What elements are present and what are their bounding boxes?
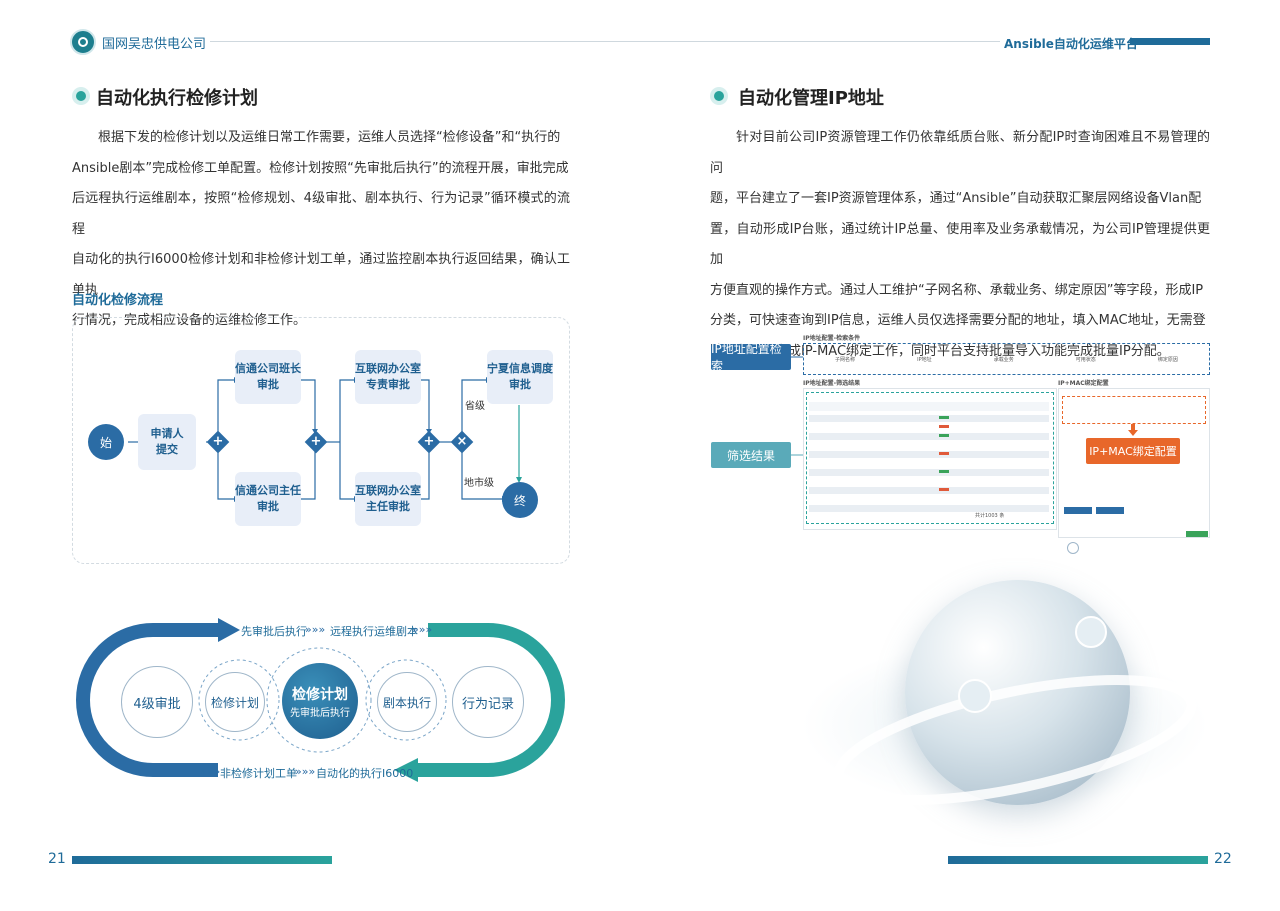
loop-top-text-2: 远程执行运维剧本 (330, 625, 418, 638)
left-para-line: 行情况，完成相应设备的运维检修工作。 (72, 313, 307, 328)
flow-start-node: 始 (88, 424, 124, 460)
flow-connectors (128, 377, 522, 502)
ss-search-bar: 子网名称 IP地址 承载业务 可用状态 绑定原因 (803, 343, 1210, 375)
footer-bar-left (72, 856, 332, 864)
ss-search-header: IP地址配置-检索条件 (803, 335, 861, 342)
callout-search: IP地址配置检索 (711, 342, 791, 373)
ss-bind-highlight (1062, 396, 1206, 424)
ss-status-badge (1186, 531, 1208, 537)
ss-filter: 子网名称 (835, 356, 856, 363)
flow-diagram-frame (72, 317, 570, 564)
right-para-line: 针对目前公司IP资源管理工作仍依靠纸质台账、新分配IP时查询困难且不易管理的问 (710, 130, 1210, 176)
flow-node-branch-upper-2: 互联网办公室 专责审批 (355, 350, 421, 404)
right-para-line: 方便直观的操作方式。通过人工维护“子网名称、承载业务、绑定原因”等字段，形成IP (710, 282, 1204, 298)
right-para-line: 分类，可快速查询到IP信息，运维人员仅选择需要分配的地址，填入MAC地址，无需登 (710, 313, 1206, 328)
flow-gateway-plus: + (206, 430, 230, 454)
ss-power-icon (1067, 542, 1079, 554)
right-para-line: 题，平台建立了一套IP资源管理体系，通过“Ansible”自动获取汇聚层网络设备… (710, 191, 1202, 206)
section-bullet-icon (72, 87, 90, 105)
page-number-left: 21 (48, 851, 66, 867)
flow-node-branch-lower-2: 互联网办公室 主任审批 (355, 472, 421, 526)
loop-stage-plan: 检修计划 (205, 672, 265, 732)
flow-node-branch-lower-1: 信通公司主任 审批 (235, 472, 301, 526)
flow-node-applicant: 申请人 提交 (138, 414, 196, 470)
left-para-line: Ansible剧本”完成检修工单配置。检修计划按照“先审批后执行”的流程开展，审… (72, 160, 569, 176)
left-para-line: 后远程执行运维剧本，按照“检修规划、4级审批、剧本执行、行为记录”循环模式的流程 (72, 191, 570, 237)
cube-icon (958, 679, 992, 713)
ss-result-table (809, 402, 1049, 512)
globe-ring (833, 674, 1197, 806)
loop-stage-playbook: 剧本执行 (377, 672, 437, 732)
header-accent-bar (1130, 38, 1210, 45)
header-company: 国网吴忠供电公司 (102, 37, 207, 52)
left-para-line: 自动化的执行I6000检修计划和非检修计划工单，通过监控剧本执行返回结果，确认工… (72, 252, 570, 298)
flow-node-branch-upper-1: 信通公司班长 审批 (235, 350, 301, 404)
ss-filter: 可用状态 (1075, 356, 1096, 363)
header-platform: Ansible自动化运维平台 (1004, 37, 1138, 51)
header-divider (210, 41, 1000, 42)
loop-arrows-icon: »»» (305, 623, 326, 636)
arrow-down-icon (1128, 424, 1138, 436)
ss-filter: 绑定原因 (1157, 356, 1178, 363)
page-number-right: 22 (1214, 851, 1232, 867)
ss-bind-header: IP+MAC绑定配置 (1058, 380, 1109, 387)
ss-result-highlight (806, 392, 1054, 524)
flow-end-node: 终 (502, 482, 538, 518)
flow-title: 自动化检修流程 (72, 293, 164, 308)
flow-gateway-plus: + (304, 430, 328, 454)
loop-center-title: 检修计划 (292, 686, 348, 703)
ss-bind-button (1096, 507, 1124, 514)
loop-arrows-icon: »»» (412, 623, 433, 636)
loop-arrows-icon: »»» (200, 765, 221, 778)
flow-gateway-plus: + (417, 430, 441, 454)
loop-stage-record: 行为记录 (452, 666, 524, 738)
loop-bottom-text-1: 非检修计划工单 (220, 767, 297, 780)
loop-center-node: 检修计划 先审批后执行 (282, 663, 358, 739)
footer-bar-right (948, 856, 1208, 864)
flow-node-ningxia: 宁夏信息调度 审批 (487, 350, 553, 404)
company-logo-icon (70, 29, 96, 55)
left-para-line: 根据下发的检修计划以及运维日常工作需要，运维人员选择“检修设备”和“执行的 (98, 130, 561, 145)
flow-gateway-cross: × (450, 430, 474, 454)
ss-filter: 承载业务 (993, 356, 1014, 363)
section-bullet-icon (710, 87, 728, 105)
flow-label-city: 地市级 (464, 478, 494, 489)
callout-bind: IP+MAC绑定配置 (1086, 438, 1180, 464)
loop-top-text-1: 先审批后执行 (241, 625, 307, 638)
ss-result-header: IP地址配置-筛选结果 (803, 380, 861, 387)
right-paragraph: 针对目前公司IP资源管理工作仍依靠纸质台账、新分配IP时查询困难且不易管理的问 … (710, 123, 1210, 367)
loop-bottom-text-2: 自动化的执行I6000 (316, 767, 414, 780)
loop-arrows-icon: »»» (295, 765, 316, 778)
callout-results: 筛选结果 (711, 442, 791, 468)
right-section-title: 自动化管理IP地址 (738, 88, 884, 109)
right-para-line: 置，自动形成IP台账，通过统计IP总量、使用率及业务承载情况，为公司IP管理提供… (710, 221, 1210, 268)
left-paragraph: 根据下发的检修计划以及运维日常工作需要，运维人员选择“检修设备”和“执行的 An… (72, 123, 570, 337)
ss-pager: 共计1003 条 (975, 513, 1005, 519)
loop-stage-approval: 4级审批 (121, 666, 193, 738)
ss-bind-button (1064, 507, 1092, 514)
flow-label-province: 省级 (465, 401, 485, 412)
ss-filter: IP地址 (917, 356, 932, 363)
right-para-line: 陆设备即可完成IP-MAC绑定工作，同时平台支持批量导入功能完成批量IP分配。 (710, 343, 1170, 359)
loop-diagram-band (76, 618, 565, 782)
callout-connectors (791, 356, 803, 456)
left-section-title: 自动化执行检修计划 (96, 88, 258, 109)
loop-center-sub: 先审批后执行 (290, 707, 350, 719)
network-icon (1075, 616, 1107, 648)
